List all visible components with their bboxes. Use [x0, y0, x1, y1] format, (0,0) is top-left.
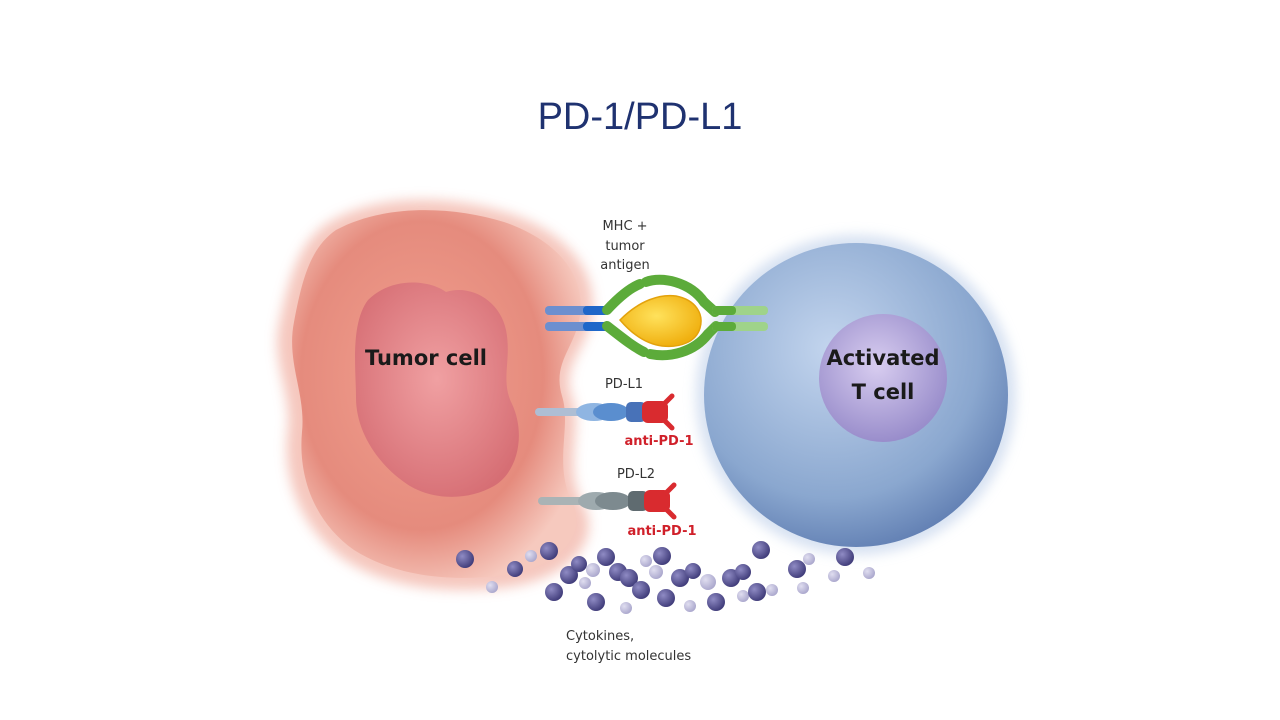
- slide-title: PD-1/PD-L1: [537, 96, 743, 138]
- tumor-antigen: [618, 294, 702, 348]
- anti-pd-1-label-1: anti-PD-1: [624, 434, 693, 449]
- pd-l2-label: PD-L2: [617, 467, 655, 482]
- anti-pd-1-antibody-2: [644, 482, 677, 520]
- t-cell-nucleus: [819, 314, 947, 442]
- pd-l1-label: PD-L1: [605, 377, 643, 392]
- t-cell-label-line2: T cell: [852, 380, 915, 404]
- anti-pd-1-antibody-1: [642, 393, 675, 431]
- cytokine-particles: [456, 541, 875, 614]
- pd-l1-receptor: [535, 402, 646, 422]
- pd-l2-receptor: [538, 491, 648, 511]
- cytokines-label-line1: Cytokines,: [566, 629, 634, 644]
- tumor-cell-label: Tumor cell: [365, 346, 487, 370]
- mhc-label-line2: tumor: [605, 239, 645, 254]
- mhc-label-line3: antigen: [600, 258, 649, 273]
- mhc-label-line1: MHC +: [602, 219, 647, 234]
- anti-pd-1-label-2: anti-PD-1: [627, 524, 696, 539]
- mhc-antigen-complex: [545, 274, 768, 361]
- tumor-nucleus: [355, 282, 519, 497]
- cytokines-label-line2: cytolytic molecules: [566, 649, 691, 664]
- t-cell-label-line1: Activated: [826, 346, 939, 370]
